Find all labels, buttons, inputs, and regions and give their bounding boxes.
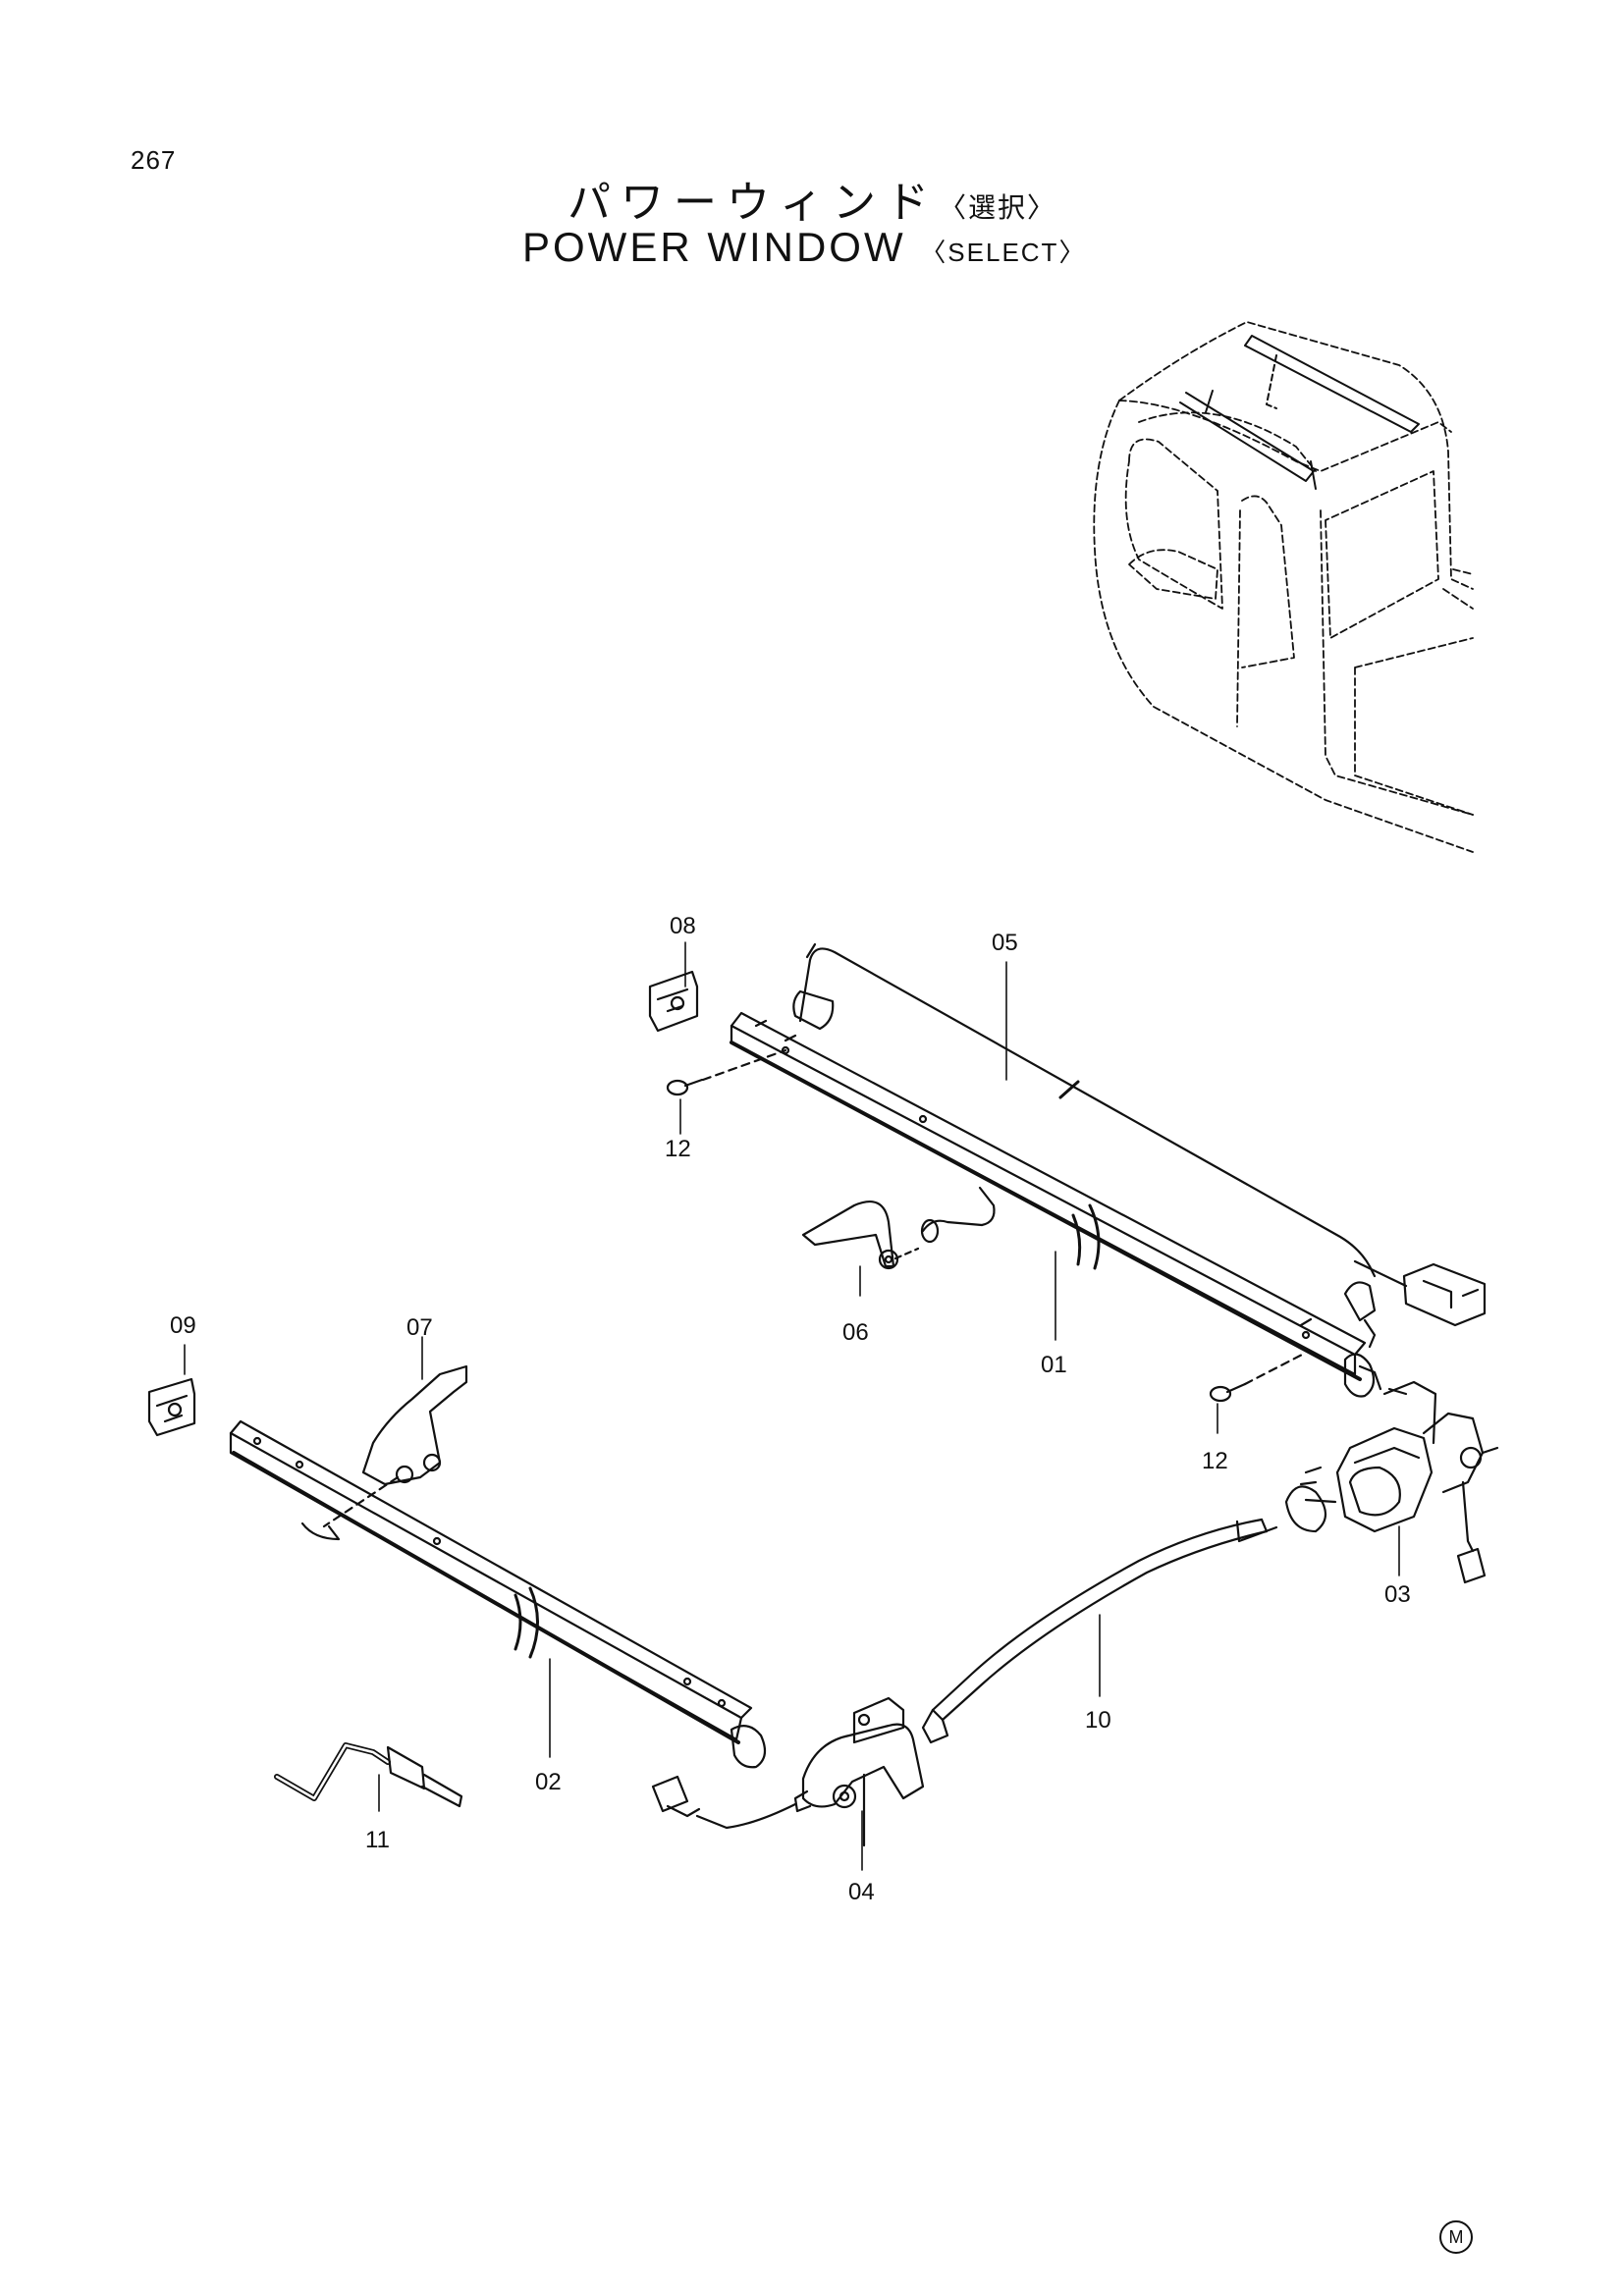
part-label-05: 05 [992,930,1018,956]
lower-rail-02 [229,1419,767,1769]
part-labels: 08 05 12 06 01 12 09 07 03 10 02 11 04 [170,913,1411,1905]
gearbox-04 [651,1696,925,1847]
drive-cable-10 [921,1518,1278,1744]
part-label-09: 09 [170,1312,196,1339]
part-label-07: 07 [406,1314,433,1341]
bracket-07 [322,1364,468,1528]
part-label-03: 03 [1384,1581,1411,1608]
title-en-text: POWER WINDOW [522,224,906,270]
part-label-02: 02 [535,1769,562,1795]
part-label-12-lower: 12 [1202,1448,1228,1474]
part-label-04: 04 [848,1879,875,1905]
footer-m-mark: M [1439,2220,1473,2254]
window-rail-highlight [1179,335,1420,490]
part-label-01: 01 [1041,1352,1067,1378]
page-number: 267 [131,145,177,175]
screw-12-lower [1209,1351,1308,1403]
title-en-select: 〈SELECT〉 [920,238,1087,267]
part-label-06: 06 [842,1319,869,1346]
bracket-09 [147,1377,196,1437]
leader-lines [184,941,1400,1871]
upper-rail-01 [730,1011,1382,1398]
part-label-08: 08 [670,913,696,939]
title-english: POWER WINDOW 〈SELECT〉 [522,224,1086,271]
cab-overview-illustration [1093,321,1474,853]
part-label-12-upper: 12 [665,1136,691,1162]
bracket-08 [648,970,699,1033]
crank-handle-11 [274,1742,463,1808]
part-label-11: 11 [365,1827,390,1853]
part-label-10: 10 [1085,1707,1111,1734]
motor-unit-03 [1284,1380,1499,1584]
title-japanese: パワーウィンド〈選択〉 [568,167,1056,230]
title-jp-text: パワーウィンド [568,178,939,228]
title-jp-select: 〈選択〉 [939,191,1057,224]
screw-12-upper [666,1048,787,1096]
bracket-06 [801,1186,996,1270]
harness-05 [792,942,1487,1349]
